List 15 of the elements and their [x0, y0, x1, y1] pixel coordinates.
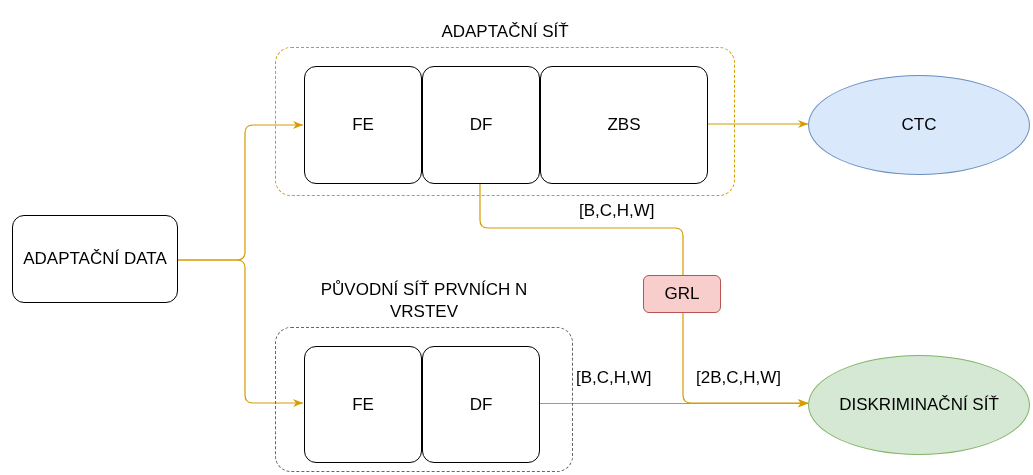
group-title: ADAPTAČNÍ SÍŤ [441, 21, 569, 43]
process-box: DF [422, 346, 540, 463]
group-title: PŮVODNÍ SÍŤ PRVNÍCH N VRSTEV [319, 279, 529, 323]
process-box: DF [422, 66, 540, 184]
connector-arrow [682, 312, 809, 407]
process-box: GRL [643, 275, 721, 313]
process-box: FE [304, 346, 422, 463]
process-box: ADAPTAČNÍ DATA [12, 215, 178, 303]
ellipse-node: DISKRIMINAČNÍ SÍŤ [808, 355, 1030, 455]
connector-arrow [706, 120, 809, 128]
connector-arrow [177, 259, 304, 407]
process-box: FE [304, 66, 422, 184]
process-box: ZBS [540, 66, 708, 184]
ellipse-node: CTC [808, 75, 1030, 175]
connector-arrow [538, 399, 809, 408]
